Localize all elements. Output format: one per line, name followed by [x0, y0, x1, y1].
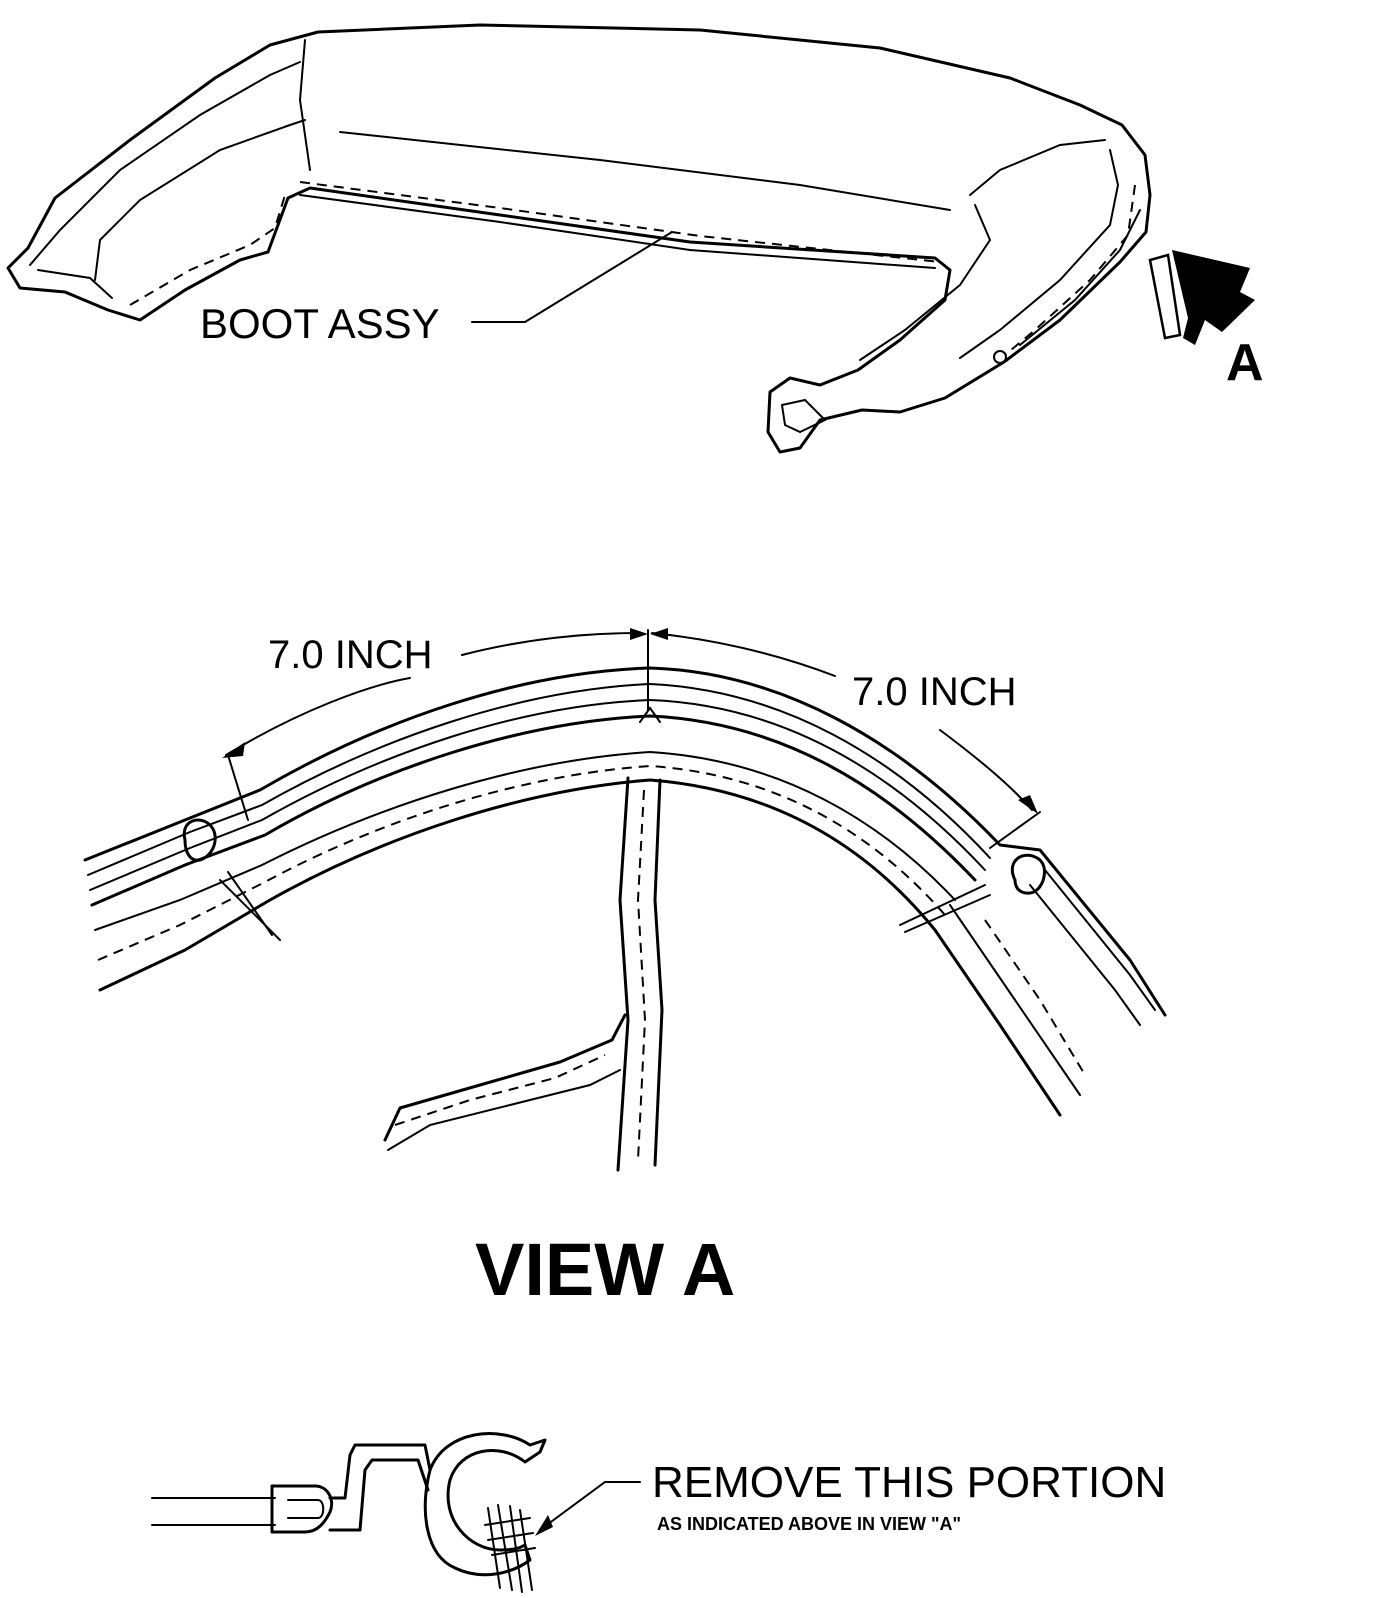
boot-assembly	[6, 23, 1152, 454]
boot-assy-leader	[471, 231, 673, 323]
view-a-arrow-icon	[1148, 250, 1255, 345]
dimension-left	[222, 628, 648, 821]
remove-portion-note: AS INDICATED ABOVE IN VIEW "A"	[657, 1514, 961, 1534]
dimension-right-label: 7.0 INCH	[852, 670, 1017, 714]
view-marker-label: A	[1226, 334, 1264, 392]
clip-cross-section	[151, 1432, 641, 1593]
boot-assy-label: BOOT ASSY	[200, 300, 440, 347]
view-a-detail	[83, 666, 1167, 1172]
remove-portion-label: REMOVE THIS PORTION	[652, 1458, 1166, 1507]
dimension-right	[647, 628, 1041, 849]
dimension-left-label: 7.0 INCH	[268, 633, 433, 677]
view-a-title: VIEW A	[475, 1228, 735, 1311]
